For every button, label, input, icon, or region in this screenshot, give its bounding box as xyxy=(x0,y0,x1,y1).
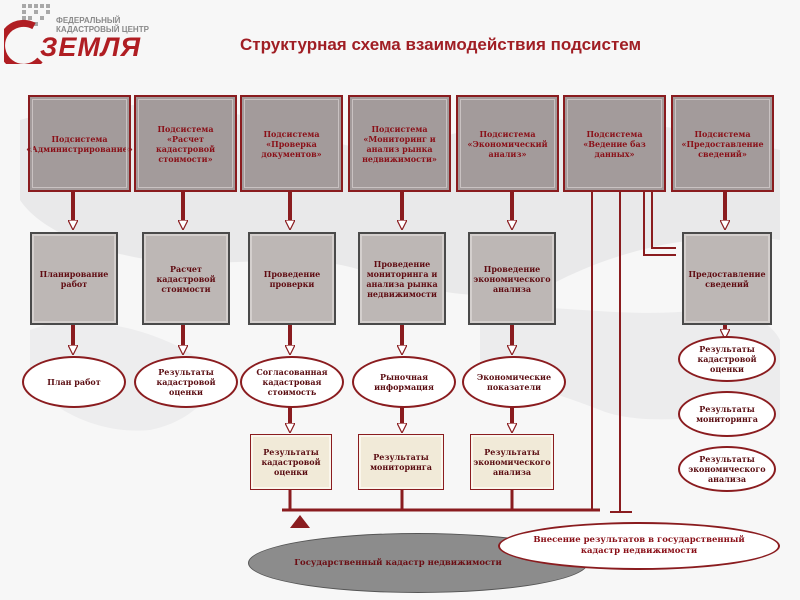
right-output-economic: Результаты экономического анализа xyxy=(678,446,776,492)
process-monitoring[interactable]: Проведение мониторинга и анализа рынка н… xyxy=(358,232,446,325)
process-provision[interactable]: Предоставление сведений xyxy=(682,232,772,325)
state-real-estate-cadastre: Государственный кадастр недвижимости xyxy=(248,533,588,593)
logo: ФЕДЕРАЛЬНЫЙ КАДАСТРОВЫЙ ЦЕНТР ЗЕМЛЯ xyxy=(0,2,164,71)
output-work-plan: План работ xyxy=(22,356,126,408)
subsystem-market-monitoring[interactable]: Подсистема «Мониторинг и анализ рынка не… xyxy=(348,95,451,192)
process-check[interactable]: Проведение проверки xyxy=(248,232,336,325)
result-valuation: Результаты кадастровой оценки xyxy=(250,434,332,490)
subsystem-administration[interactable]: Подсистема «Администрирование» xyxy=(26,95,133,192)
output-agreed-value: Согласованная кадастровая стоимость xyxy=(240,356,344,408)
logo-caption: ФЕДЕРАЛЬНЫЙ КАДАСТРОВЫЙ ЦЕНТР xyxy=(56,16,149,34)
subsystem-information-provision[interactable]: Подсистема «Предоставление сведений» xyxy=(671,95,774,192)
cadastre-entry-note: Внесение результатов в государственный к… xyxy=(498,522,780,570)
subsystem-document-check[interactable]: Подсистема «Проверка документов» xyxy=(240,95,343,192)
process-planning[interactable]: Планирование работ xyxy=(30,232,118,325)
process-economic-analysis[interactable]: Проведение экономического анализа xyxy=(468,232,556,325)
right-output-valuation: Результаты кадастровой оценки xyxy=(678,336,776,382)
right-output-monitoring: Результаты мониторинга xyxy=(678,391,776,437)
process-valuation[interactable]: Расчет кадастровой стоимости xyxy=(142,232,230,325)
output-valuation-results: Результаты кадастровой оценки xyxy=(134,356,238,408)
subsystem-economic-analysis[interactable]: Подсистема «Экономический анализ» xyxy=(456,95,559,192)
logo-wordmark: ЗЕМЛЯ xyxy=(40,32,142,62)
page-title: Структурная схема взаимодействия подсист… xyxy=(240,35,642,54)
result-monitoring: Результаты мониторинга xyxy=(358,434,444,490)
subsystem-database[interactable]: Подсистема «Ведение баз данных» xyxy=(563,95,666,192)
subsystem-cadastral-valuation[interactable]: Подсистема «Расчет кадастровой стоимости… xyxy=(134,95,237,192)
output-market-info: Рыночная информация xyxy=(352,356,456,408)
result-economic-analysis: Результаты экономического анализа xyxy=(470,434,554,490)
output-economic-indicators: Экономические показатели xyxy=(462,356,566,408)
